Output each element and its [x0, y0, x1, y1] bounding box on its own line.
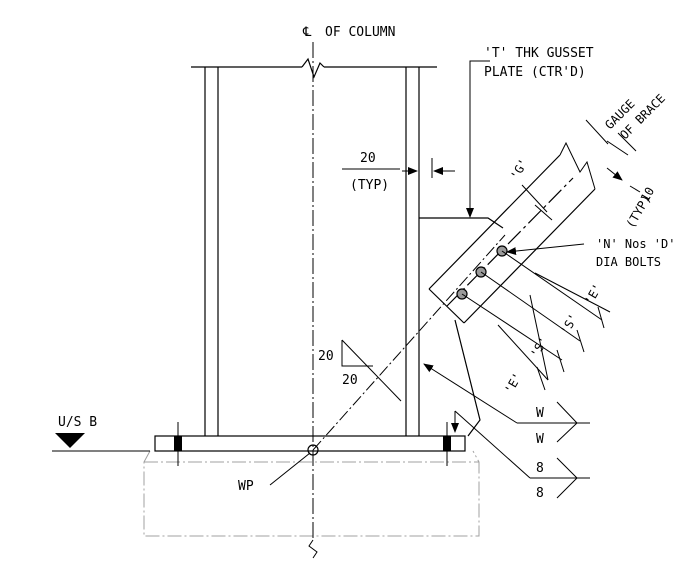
dim-20-typ-label: (TYP): [350, 178, 389, 193]
weld-8-top: 8: [536, 461, 544, 476]
g-dimension: [521, 184, 553, 221]
dim-10-value: 10: [638, 185, 657, 205]
weld-callout-8: [451, 410, 590, 499]
gusset-label-line1: 'T' THK GUSSET: [484, 46, 594, 61]
column: [191, 57, 437, 436]
weld-w-top: W: [536, 406, 544, 421]
weld-callout-w: [423, 363, 590, 443]
foundation-outline: [143, 450, 480, 537]
gusset-plate: [419, 217, 504, 437]
gusset-label-line2: PLATE (CTR'D): [484, 65, 586, 80]
slope-rise: 20: [318, 349, 334, 364]
dim-10-typ: [606, 167, 641, 193]
e-dimension-top: 'E': [582, 281, 605, 307]
slope-indicator: [341, 339, 402, 402]
wp-label: WP: [238, 479, 254, 494]
weld-8-bottom: 8: [536, 486, 544, 501]
work-line: [312, 234, 506, 451]
cl-symbol: ℄: [302, 25, 312, 40]
gusset-leader: [466, 60, 490, 218]
bolts-label-line1: 'N' Nos 'D': [596, 237, 675, 251]
e-dimension-bottom: 'E': [502, 370, 525, 396]
g-dimension-label: 'G': [508, 156, 531, 182]
base-plate: [154, 435, 466, 452]
dim-10-typ-label: (TYP): [623, 192, 653, 230]
of-column-label: OF COLUMN: [325, 25, 395, 40]
dim-20-typ: [402, 158, 455, 178]
column-centerline: [308, 42, 318, 559]
bolts-leader: [506, 243, 585, 256]
level-marker: [52, 433, 150, 452]
bolts-label-line2: DIA BOLTS: [596, 255, 661, 269]
weld-w-bottom: W: [536, 432, 544, 447]
gauge-dimension: [585, 119, 637, 156]
bolt-spacing-dimensions: [461, 250, 611, 391]
wp-leader: [269, 452, 311, 486]
work-point: [307, 444, 319, 456]
us-b-label: U/S B: [58, 415, 97, 430]
s-dimension-1: 'S': [558, 311, 581, 337]
s-dimension-2: 'S': [528, 334, 551, 360]
slope-run: 20: [342, 373, 358, 388]
brace: [428, 141, 596, 324]
dim-20-value: 20: [360, 151, 376, 166]
